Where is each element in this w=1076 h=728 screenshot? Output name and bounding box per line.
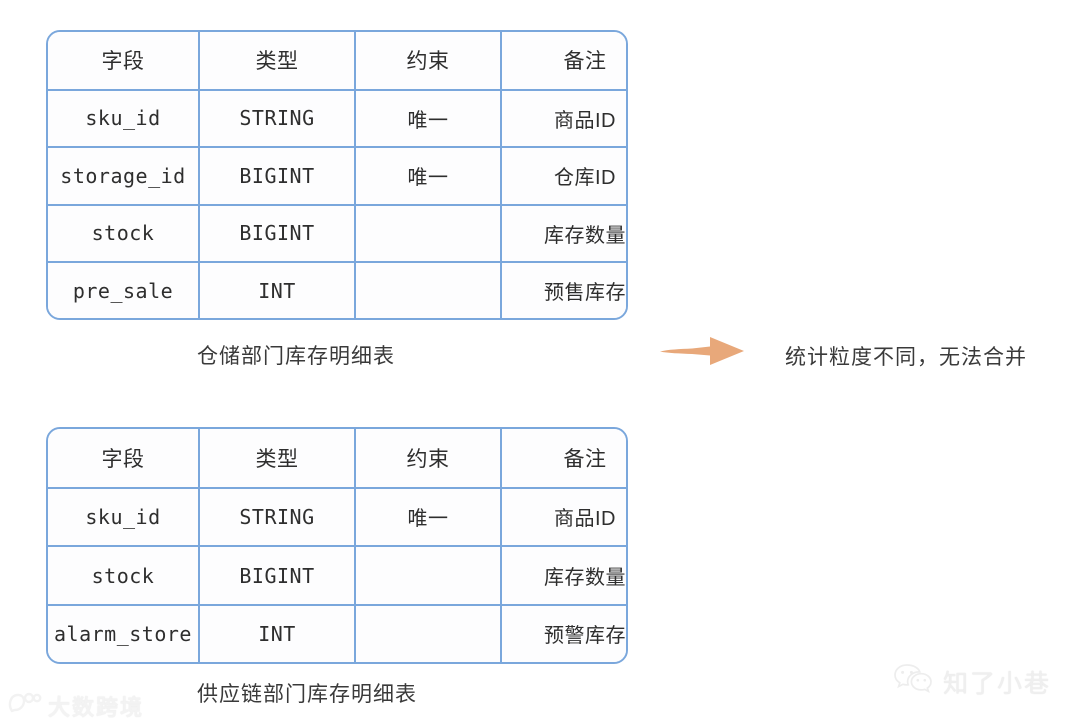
dashu-watermark-text: 大数跨境 [48,695,145,720]
cell-type: BIGINT [199,546,356,606]
cell-type: STRING [199,487,356,548]
cell-constraint [355,604,502,662]
dashu-logo-icon [8,691,42,722]
dashu-watermark: 大数跨境 [8,690,144,722]
table-row: alarm_store INT 预警库存 [48,604,626,662]
cell-note: 仓库ID [501,147,626,206]
wechat-icon [893,662,933,701]
table-row: stock BIGINT 库存数量 [48,546,626,606]
cell-type: INT [199,604,356,662]
cell-constraint: 唯一 [355,89,502,149]
cell-constraint: 唯一 [355,487,502,548]
cell-constraint [355,204,502,264]
cell-note: 库存数量 [501,204,626,264]
table-header-row: 字段 类型 约束 备注 [48,32,626,91]
cell-note: 预售库存 [501,262,626,318]
table-row: sku_id STRING 唯一 商品ID [48,89,626,149]
annotation-note: 统计粒度不同，无法合并 [785,346,1027,369]
column-header-type: 类型 [199,32,356,91]
cell-note: 商品ID [501,89,626,149]
table-row: pre_sale INT 预售库存 [48,262,626,318]
table-row: sku_id STRING 唯一 商品ID [48,487,626,548]
cell-note: 预警库存 [501,604,626,662]
column-header-field: 字段 [48,429,200,489]
cell-type: BIGINT [199,204,356,264]
warehouse-inventory-grid: 字段 类型 约束 备注 sku_id STRING 唯一 商品ID storag… [48,32,626,318]
warehouse-inventory-table: 字段 类型 约束 备注 sku_id STRING 唯一 商品ID storag… [46,30,628,320]
column-header-type: 类型 [199,429,356,489]
cell-field: storage_id [48,147,200,206]
column-header-constraint: 约束 [355,429,502,489]
cell-field: pre_sale [48,262,200,318]
cell-type: BIGINT [199,147,356,206]
supply-chain-table-caption: 供应链部门库存明细表 [197,683,417,706]
zhiliao-watermark-text: 知了小巷 [943,669,1052,698]
supply-chain-inventory-grid: 字段 类型 约束 备注 sku_id STRING 唯一 商品ID stock … [48,429,626,662]
cell-field: sku_id [48,487,200,548]
table-header-row: 字段 类型 约束 备注 [48,429,626,489]
cell-constraint: 唯一 [355,147,502,206]
zhiliao-watermark: 知了小巷 [893,662,1051,701]
cell-field: stock [48,204,200,264]
cell-constraint [355,262,502,318]
cell-note: 商品ID [501,487,626,548]
cell-field: alarm_store [48,604,200,662]
cell-type: STRING [199,89,356,149]
table-row: storage_id BIGINT 唯一 仓库ID [48,147,626,206]
cell-constraint [355,546,502,606]
warehouse-table-caption: 仓储部门库存明细表 [197,345,395,368]
cell-note: 库存数量 [501,546,626,606]
supply-chain-inventory-table: 字段 类型 约束 备注 sku_id STRING 唯一 商品ID stock … [46,427,628,664]
column-header-note: 备注 [501,429,626,489]
column-header-note: 备注 [501,32,626,91]
cell-field: stock [48,546,200,606]
cell-field: sku_id [48,89,200,149]
column-header-field: 字段 [48,32,200,91]
right-arrow-icon [658,330,768,372]
cell-type: INT [199,262,356,318]
table-row: stock BIGINT 库存数量 [48,204,626,264]
column-header-constraint: 约束 [355,32,502,91]
